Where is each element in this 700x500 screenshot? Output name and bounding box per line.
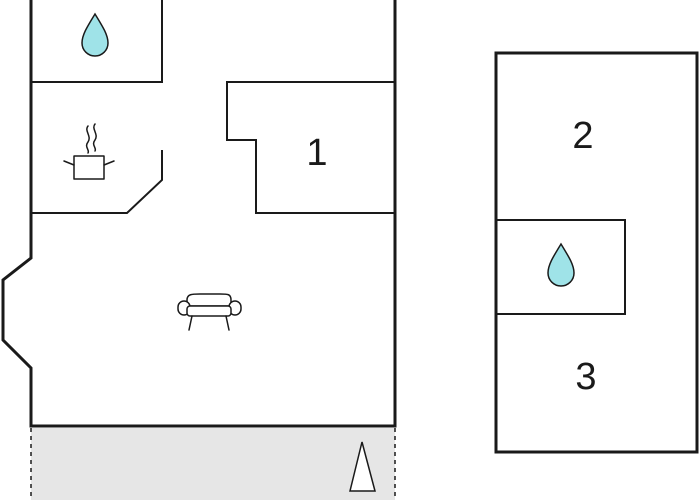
cooking-pot-icon bbox=[63, 123, 115, 180]
north-arrow-icon bbox=[349, 441, 376, 492]
main-building-outline bbox=[1, 0, 397, 428]
sofa-back bbox=[186, 293, 232, 307]
room-label-3: 3 bbox=[575, 356, 596, 398]
water-drop-icon bbox=[81, 12, 109, 57]
bathroom-top-walls bbox=[31, 0, 163, 83]
room-label-1: 1 bbox=[306, 132, 327, 174]
steam-line-left bbox=[85, 125, 90, 154]
water-drop-icon bbox=[547, 242, 575, 287]
pot-handle-right bbox=[103, 160, 115, 166]
north-arrow-shape bbox=[349, 441, 376, 492]
room-label-2: 2 bbox=[572, 115, 593, 157]
sofa-leg-left bbox=[188, 315, 193, 331]
water-drop-shape bbox=[81, 12, 109, 57]
sofa-seat bbox=[186, 305, 232, 317]
terrace-area bbox=[31, 428, 395, 500]
terrace bbox=[30, 428, 396, 500]
sofa-icon bbox=[177, 293, 242, 331]
bedroom-1-walls bbox=[226, 81, 395, 214]
pot-body bbox=[73, 155, 105, 180]
water-drop-shape bbox=[547, 242, 575, 287]
bathroom-right-walls bbox=[495, 219, 626, 315]
steam-line-right bbox=[92, 123, 97, 152]
pot-handle-left bbox=[63, 160, 75, 166]
sofa-leg-right bbox=[225, 315, 230, 331]
kitchen-walls bbox=[31, 150, 163, 214]
